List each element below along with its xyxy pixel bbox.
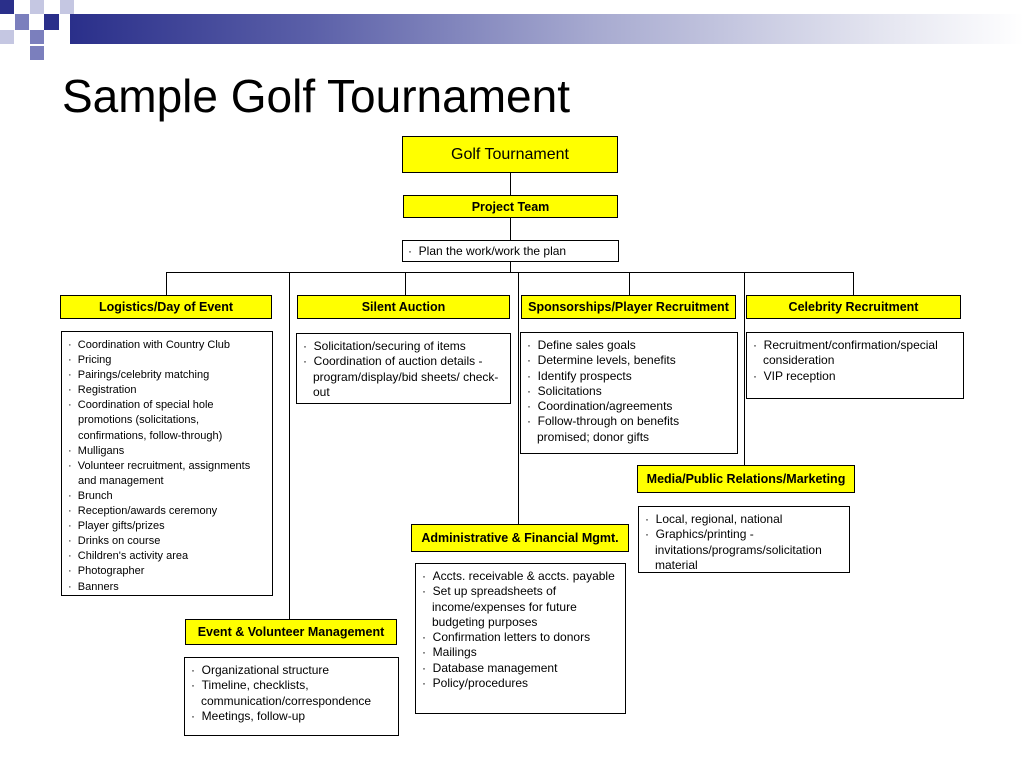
list-item: Coordination/agreements [527,399,731,414]
list-item: Database management [422,661,619,676]
list-item: Graphics/printing - invitations/programs… [645,527,843,573]
celebrity-box: Recruitment/confirmation/special conside… [746,332,964,399]
silent-auction-node: Silent Auction [297,295,510,319]
event-volunteer-node: Event & Volunteer Management [185,619,397,645]
deco-square [44,14,59,30]
list-item: Pairings/celebrity matching [68,368,266,383]
list-item: Children's activity area [68,549,266,564]
sponsorships-node: Sponsorships/Player Recruitment [521,295,736,319]
list-item: Pricing [68,353,266,368]
list-item: VIP reception [753,369,957,384]
list-item: Reception/awards ceremony [68,504,266,519]
list-item: Player gifts/prizes [68,519,266,534]
list-item: Policy/procedures [422,676,619,691]
admin-box: Accts. receivable & accts. payable Set u… [415,563,626,714]
connector-line [166,272,854,273]
list-item: Registration [68,383,266,398]
silent-auction-box: Solicitation/securing of items Coordinat… [296,333,511,404]
admin-node: Administrative & Financial Mgmt. [411,524,629,552]
list-item: Solicitation/securing of items [303,339,504,354]
list-item: Coordination of auction details - progra… [303,354,504,400]
list-item: Plan the work/work the plan [408,243,613,259]
deco-square [0,30,14,44]
connector-line [510,262,511,273]
list-item: Drinks on course [68,534,266,549]
logistics-box: Coordination with Country Club Pricing P… [61,331,273,596]
list-item: Accts. receivable & accts. payable [422,569,619,584]
connector-line [510,218,511,240]
list-item: Identify prospects [527,369,731,384]
deco-square [30,0,44,14]
list-item: Solicitations [527,384,731,399]
list-item: Organizational structure [191,663,392,678]
logistics-node: Logistics/Day of Event [60,295,272,319]
connector-line [744,272,745,465]
connector-line [518,272,519,524]
list-item: Determine levels, benefits [527,353,731,368]
list-item: Define sales goals [527,338,731,353]
slide-title: Sample Golf Tournament [62,70,570,122]
list-item: Confirmation letters to donors [422,630,619,645]
connector-line [405,272,406,295]
media-box: Local, regional, national Graphics/print… [638,506,850,573]
sponsorships-box: Define sales goals Determine levels, ben… [520,332,738,454]
celebrity-node: Celebrity Recruitment [746,295,961,319]
list-item: Volunteer recruitment, assignments and m… [68,459,266,489]
list-item: Brunch [68,489,266,504]
connector-line [510,173,511,195]
list-item: Coordination of special hole promotions … [68,398,266,443]
media-node: Media/Public Relations/Marketing [637,465,855,493]
connector-line [289,272,290,619]
list-item: Mailings [422,645,619,660]
list-item: Local, regional, national [645,512,843,527]
connector-line [166,272,167,295]
deco-square [30,46,44,60]
deco-square [15,14,29,30]
golf-tournament-node: Golf Tournament [402,136,618,173]
list-item: Mulligans [68,444,266,459]
list-item: Follow-through on benefits promised; don… [527,414,731,445]
list-item: Timeline, checklists, communication/corr… [191,678,392,709]
list-item: Coordination with Country Club [68,338,266,353]
list-item: Set up spreadsheets of income/expenses f… [422,584,619,630]
event-volunteer-box: Organizational structure Timeline, check… [184,657,399,736]
project-team-node: Project Team [403,195,618,218]
connector-line [853,272,854,295]
deco-square [60,0,74,14]
list-item: Photographer [68,564,266,579]
connector-line [629,272,630,295]
header-gradient-bar [70,14,1024,44]
project-team-box: Plan the work/work the plan [402,240,619,262]
deco-square [0,0,14,14]
deco-square [30,30,44,44]
list-item: Banners [68,580,266,595]
list-item: Recruitment/confirmation/special conside… [753,338,957,369]
list-item: Meetings, follow-up [191,709,392,724]
